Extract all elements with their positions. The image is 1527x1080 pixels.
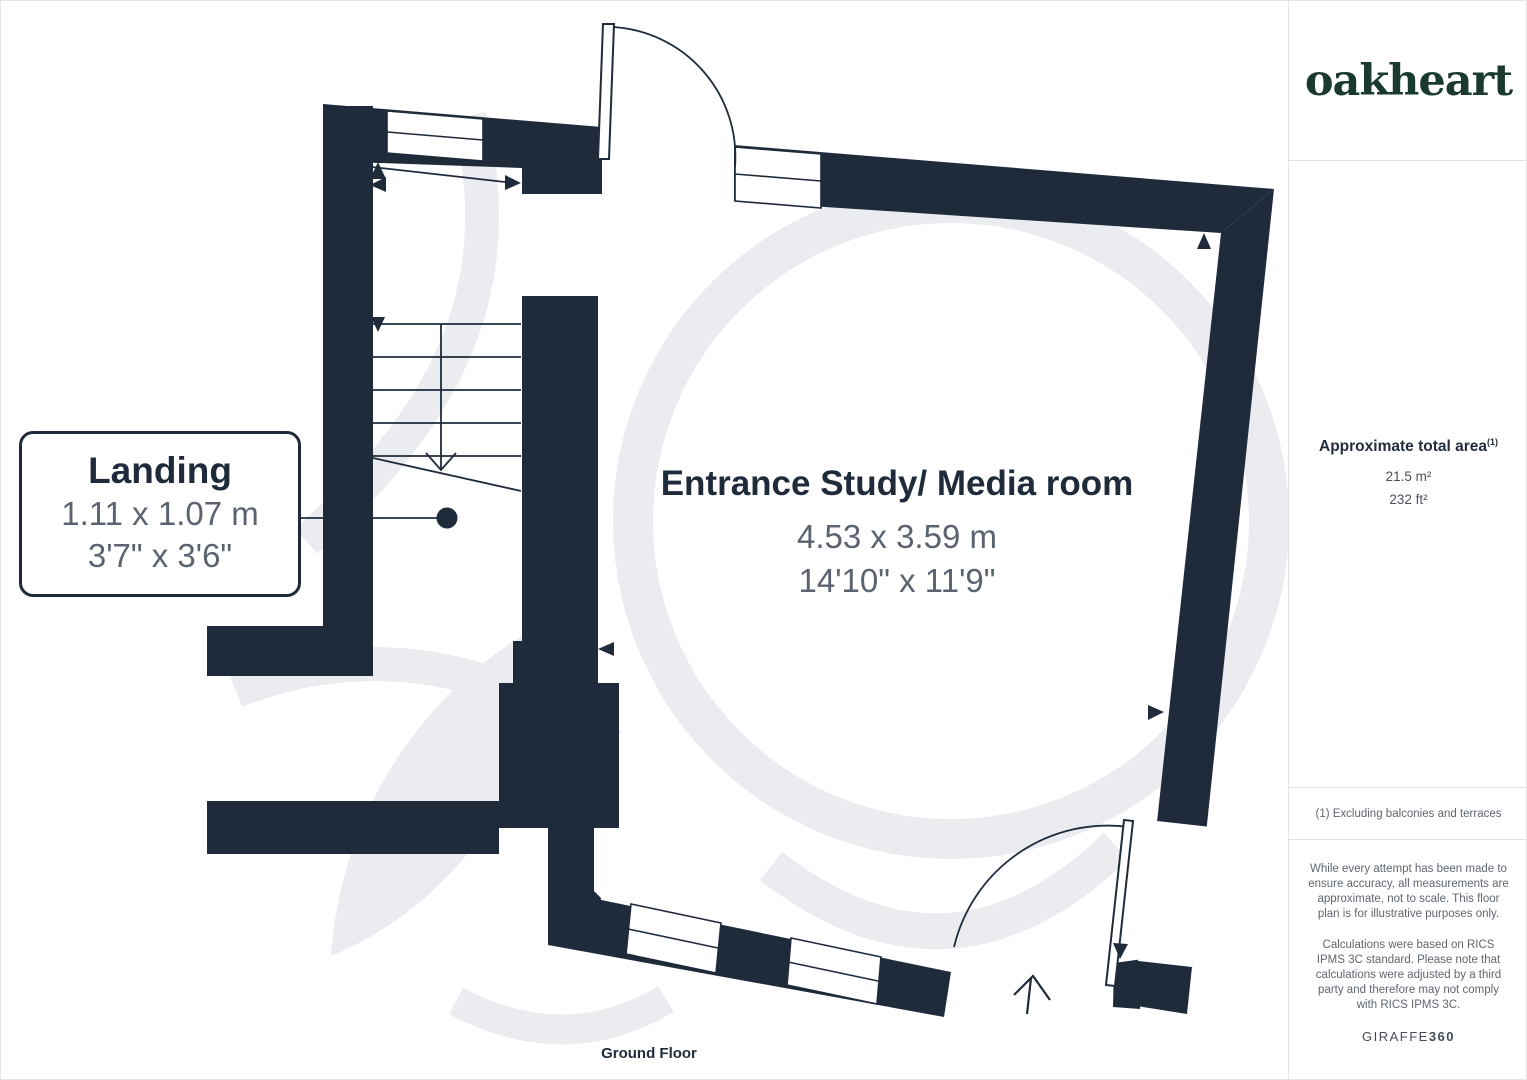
total-area-title-text: Approximate total area	[1319, 438, 1487, 456]
door-opening	[1138, 821, 1211, 967]
oakheart-logo: oakheart	[1304, 55, 1513, 106]
brand-logo-section: oakheart	[1289, 1, 1526, 161]
door-top	[596, 23, 737, 168]
disclaimer-section: While every attempt has been made to ens…	[1289, 840, 1526, 1079]
landing-dimensions-imperial: 3'7" x 3'6"	[87, 537, 233, 575]
total-area-sqft: 232 ft²	[1389, 492, 1428, 508]
main-room-label: Entrance Study/ Media room 4.53 x 3.59 m…	[547, 463, 1247, 603]
info-sidebar: oakheart Approximate total area(1) 21.5 …	[1288, 1, 1526, 1079]
giraffe360-brand: GIRAFFE360	[1289, 1029, 1526, 1044]
total-area-section: Approximate total area(1) 21.5 m² 232 ft…	[1289, 161, 1526, 788]
disclaimer-paragraph-2: Calculations were based on RICS IPMS 3C …	[1315, 939, 1502, 1011]
landing-dimensions-metric: 1.11 x 1.07 m	[61, 495, 259, 533]
floor-name-label: Ground Floor	[601, 1045, 697, 1062]
windows	[386, 110, 882, 1005]
giraffe360-brand-name: GIRAFFE	[1361, 1029, 1429, 1044]
total-area-title: Approximate total area(1)	[1319, 437, 1498, 456]
floor-plan: Landing 1.11 x 1.07 m 3'7" x 3'6" Entran…	[1, 1, 1288, 1079]
landing-label-box: Landing 1.11 x 1.07 m 3'7" x 3'6"	[19, 431, 301, 597]
walls	[207, 104, 1274, 1017]
total-area-sqm: 21.5 m²	[1385, 469, 1432, 485]
disclaimer-paragraph-1: While every attempt has been made to ens…	[1308, 863, 1509, 920]
door-bottom-right	[953, 818, 1135, 988]
landing-leader	[301, 507, 458, 529]
total-area-footnote-marker: (1)	[1486, 436, 1498, 447]
staircase	[371, 166, 522, 492]
giraffe360-brand-suffix: 360	[1428, 1029, 1456, 1044]
footnote-text: (1) Excluding balconies and terraces	[1315, 807, 1502, 820]
main-room-name: Entrance Study/ Media room	[660, 464, 1134, 503]
footnote-section: (1) Excluding balconies and terraces	[1289, 788, 1526, 840]
main-room-dimensions-imperial: 14'10" x 11'9"	[798, 561, 996, 599]
entry-arrow	[1013, 974, 1051, 1015]
dimension-arrows	[370, 162, 1211, 959]
floor-plan-drawing	[207, 23, 1288, 1045]
main-room-dimensions-metric: 4.53 x 3.59 m	[797, 518, 997, 555]
landing-room-name: Landing	[88, 450, 232, 492]
